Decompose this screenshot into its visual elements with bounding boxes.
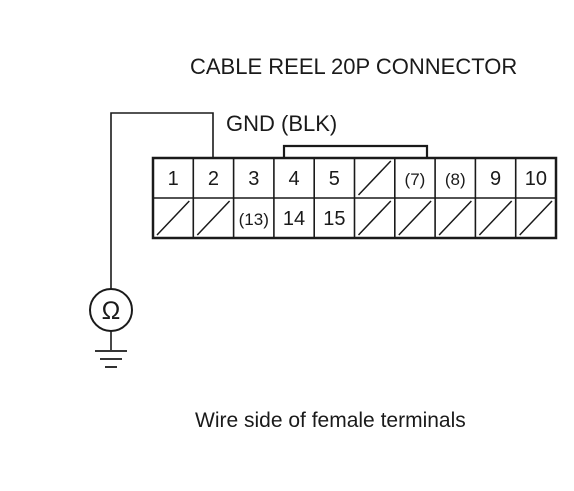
bottom-row-empty-cavity	[519, 200, 553, 236]
terminal-8: (8)	[445, 170, 466, 189]
terminal-15: 15	[323, 208, 345, 230]
connector-cell-dividers	[192, 158, 517, 238]
top-row-empty-cavity	[357, 160, 392, 196]
terminal-1: 1	[168, 168, 179, 190]
terminal-2: 2	[208, 168, 219, 190]
connector-bottom-row: (13) 14 15	[156, 200, 553, 236]
bottom-row-empty-cavity	[438, 200, 472, 236]
terminal-7: (7)	[405, 170, 426, 189]
terminal-13: (13)	[239, 210, 269, 229]
terminal-5: 5	[329, 168, 340, 190]
bottom-row-empty-cavity	[156, 200, 190, 236]
connector-lock-tab	[282, 144, 429, 158]
terminal-4: 4	[288, 168, 299, 190]
probe-wire	[110, 112, 214, 289]
bottom-row-empty-cavity	[196, 200, 231, 236]
bottom-row-empty-cavity	[478, 200, 513, 236]
ground-icon	[95, 350, 127, 368]
terminal-10: 10	[525, 168, 547, 190]
connector-title: CABLE REEL 20P CONNECTOR	[190, 54, 517, 79]
bottom-row-empty-cavity	[357, 200, 392, 236]
bottom-row-empty-cavity	[398, 200, 432, 236]
terminal-14: 14	[283, 208, 305, 230]
terminal-3: 3	[248, 168, 259, 190]
ohmmeter-icon: Ω	[89, 288, 133, 332]
terminal-9: 9	[490, 168, 501, 190]
terminal-view-caption: Wire side of female terminals	[195, 409, 466, 432]
connector-top-row: 1 2 3 4 5 (7) (8) 9 10	[168, 160, 547, 196]
wire-label: GND (BLK)	[226, 111, 337, 136]
ohm-symbol: Ω	[102, 297, 121, 325]
connector-body: 1 2 3 4 5 (7) (8) 9 10 (13) 14 15	[151, 156, 558, 240]
